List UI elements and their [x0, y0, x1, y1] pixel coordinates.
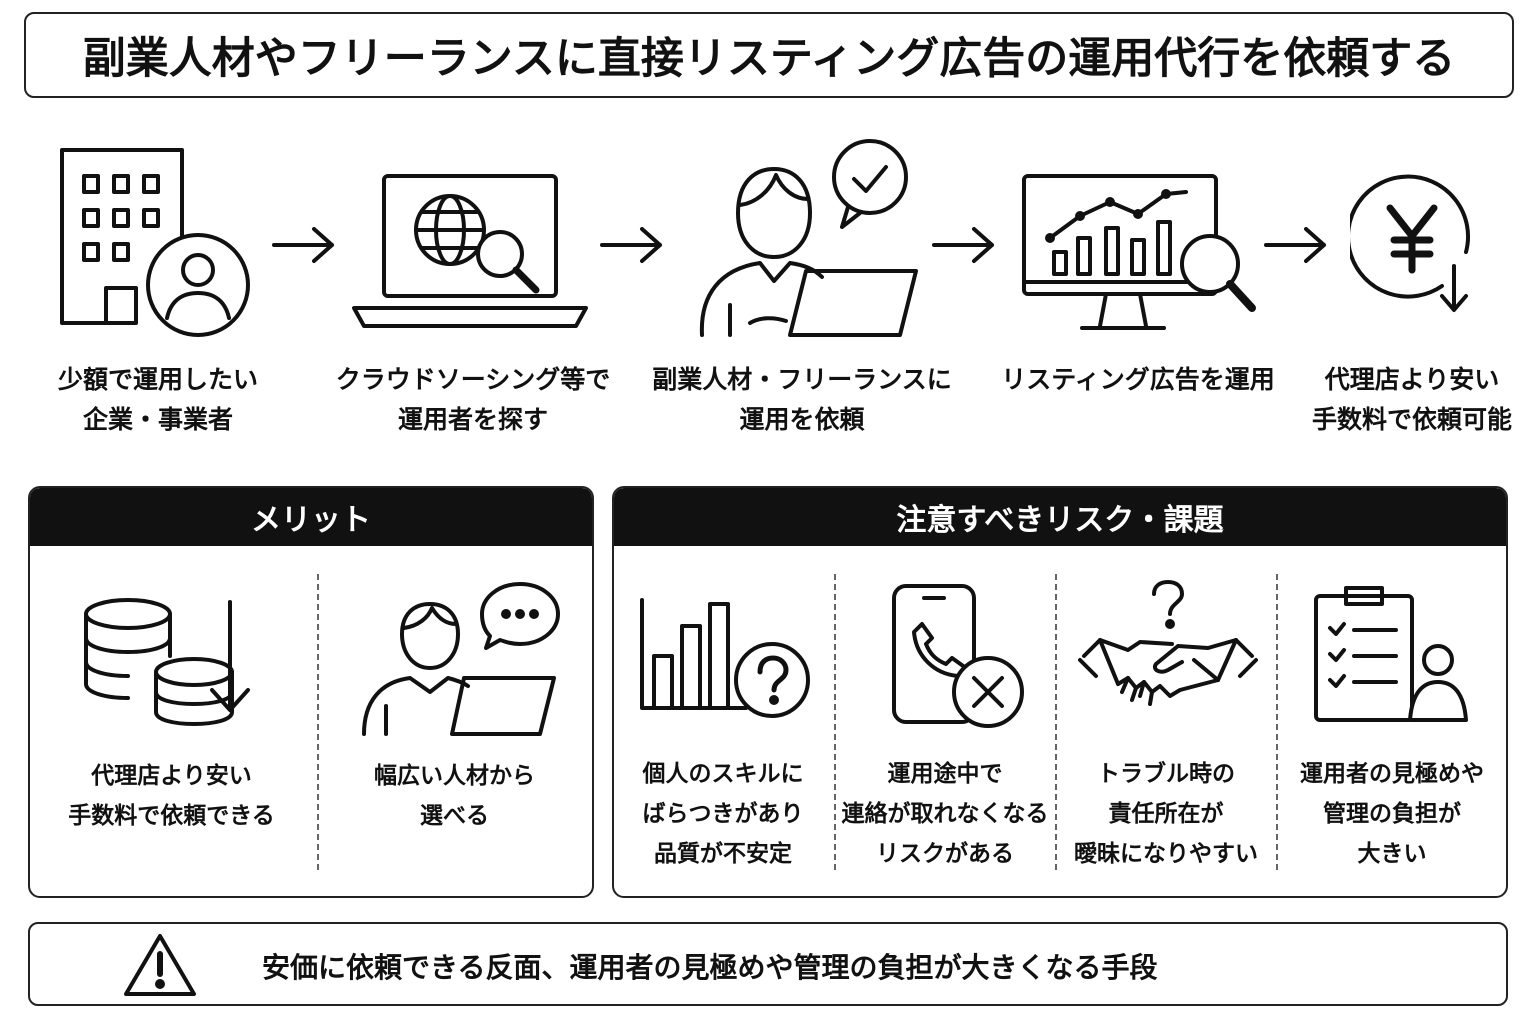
flow-arrow-2 — [600, 227, 662, 263]
laptop-globe-search-icon — [352, 174, 588, 328]
flow-arrow-1 — [272, 227, 334, 263]
merit-panel: メリット 代理店より安い 手数料で依頼できる 幅広い人材から 選べる — [28, 486, 594, 898]
merit-heading: メリット — [30, 488, 592, 546]
title-box: 副業人材やフリーランスに直接リスティング広告の運用代行を依頼する — [24, 12, 1514, 98]
freelancer-laptop-check-icon — [699, 139, 918, 337]
building-person-icon — [60, 148, 250, 337]
flow-arrow-4 — [1264, 227, 1326, 263]
risk-item-2-label: 運用途中で 連絡が取れなくなる リスクがある — [841, 761, 1049, 867]
merit-divider — [317, 574, 319, 870]
warning-icon — [124, 934, 196, 996]
flow-step-1-label: 少額で運用したい 企業・事業者 — [57, 365, 258, 434]
flow-step-3-label: 副業人材・フリーランスに 運用を依頼 — [652, 365, 952, 434]
page-title: 副業人材やフリーランスに直接リスティング広告の運用代行を依頼する — [82, 34, 1456, 84]
risk-divider-1 — [834, 574, 836, 870]
risk-divider-3 — [1276, 574, 1278, 870]
person-laptop-chat-icon — [362, 582, 560, 736]
summary-box: 安価に依頼できる反面、運用者の見極めや管理の負担が大きくなる手段 — [28, 922, 1508, 1006]
risk-item-4-label: 運用者の見極めや 管理の負担が 大きい — [1300, 761, 1484, 867]
phone-cross-icon — [892, 584, 1024, 728]
flow-step-5-label: 代理店より安い 手数料で依頼可能 — [1311, 365, 1512, 434]
risk-heading: 注意すべきリスク・課題 — [614, 488, 1506, 546]
flow-arrow-3 — [932, 227, 994, 263]
flow-step-2-label: クラウドソーシング等で 運用者を探す — [335, 365, 611, 434]
risk-divider-2 — [1055, 574, 1057, 870]
risk-panel: 注意すべきリスク・課題 個人のスキルに — [612, 486, 1508, 898]
monitor-chart-search-icon — [1022, 174, 1256, 330]
handshake-question-icon — [1078, 580, 1258, 706]
coins-down-icon — [84, 598, 250, 726]
merit-item-2-label: 幅広い人材から 選べる — [374, 763, 535, 829]
yen-down-icon — [1350, 174, 1470, 312]
clipboard-person-icon — [1314, 586, 1468, 722]
merit-item-1-label: 代理店より安い 手数料で依頼できる — [68, 763, 275, 829]
risk-item-1-label: 個人のスキルに ばらつきがあり 品質が不安定 — [642, 761, 804, 867]
summary-text: 安価に依頼できる反面、運用者の見極めや管理の負担が大きくなる手段 — [262, 951, 1158, 984]
flow-step-4-label: リスティング広告を運用 — [1001, 365, 1275, 394]
bar-chart-question-icon — [640, 598, 810, 718]
risk-item-3-label: トラブル時の 責任所在が 曖昧になりやすい — [1074, 761, 1258, 867]
